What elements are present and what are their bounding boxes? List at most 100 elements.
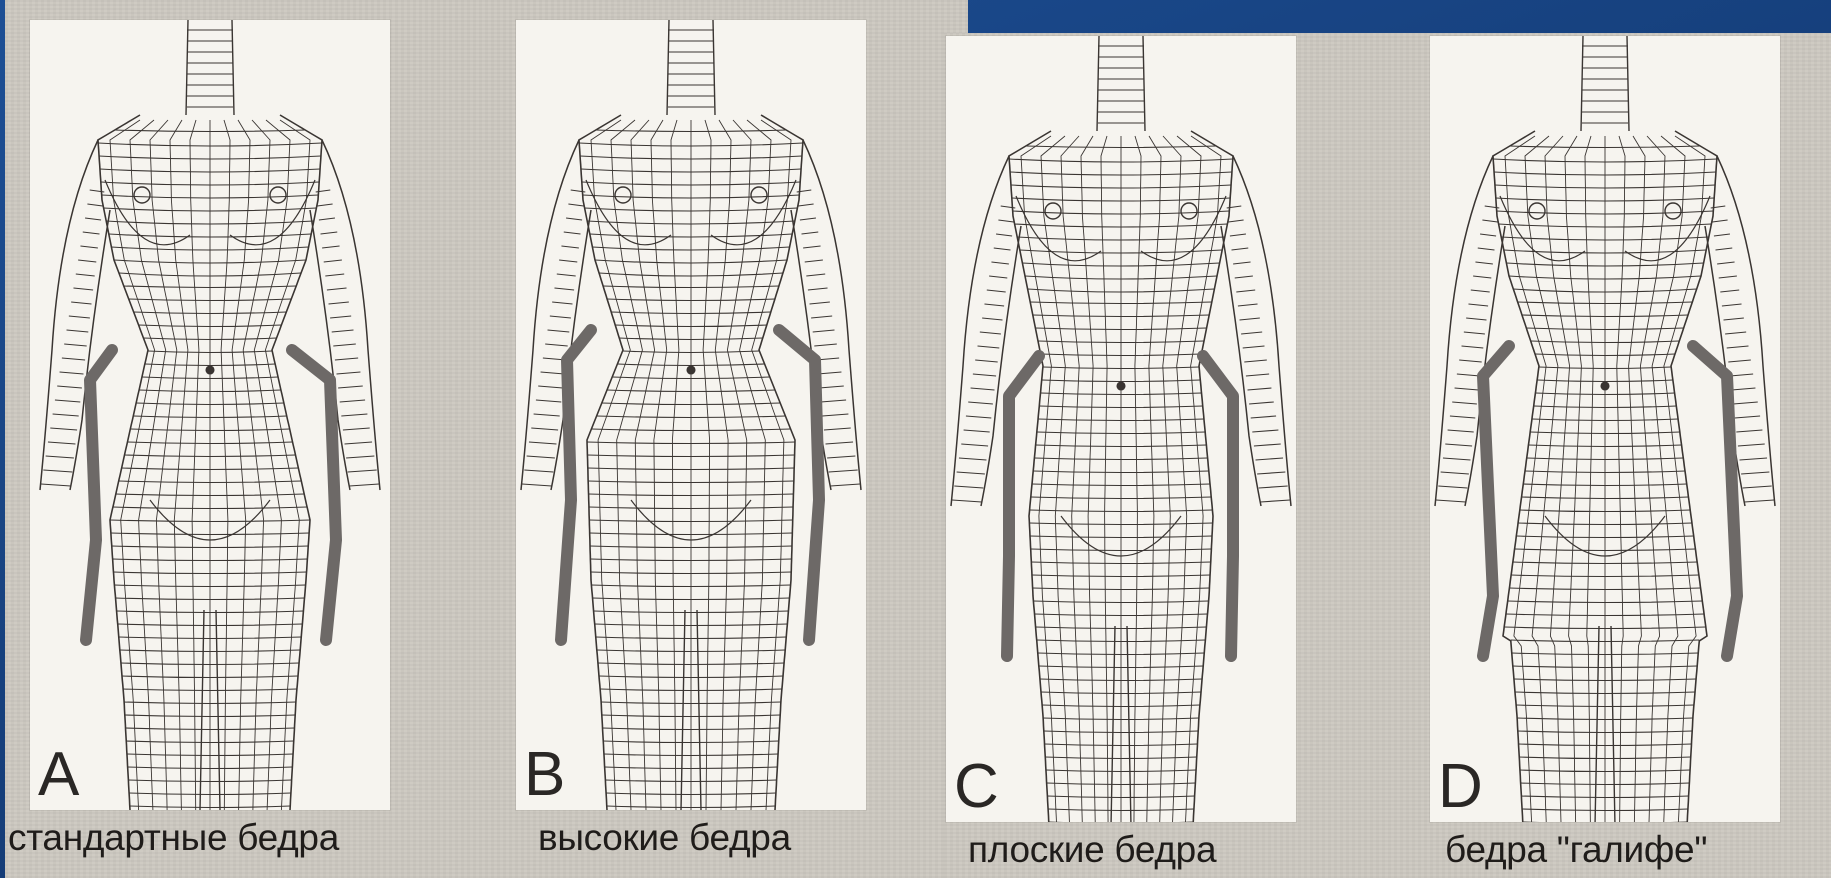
arm-mesh [978,346,1000,348]
navel-mark [1601,382,1609,390]
arm-mesh [802,232,819,234]
arm-mesh [1733,402,1758,404]
arm-mesh [1445,444,1472,446]
arm-mesh [959,458,987,460]
arm-mesh [1480,234,1496,236]
wireframe-body-b [516,20,866,810]
arm-mesh [1441,472,1469,474]
arm-mesh [1452,402,1477,404]
arm-mesh [337,372,361,374]
hip-contour-left [561,330,591,640]
arm-mesh [538,386,563,388]
arm-mesh [1455,388,1479,390]
arm-mesh [996,234,1012,236]
arm-mesh [1257,472,1285,474]
navel-mark [206,366,214,374]
arm-outline [1233,156,1291,506]
arm-mesh [1740,458,1768,460]
mesh-column [265,120,310,810]
arm-mesh [822,414,848,416]
arm-mesh [554,288,574,290]
arm-mesh [964,430,990,432]
arm-mesh [50,428,77,430]
arm-mesh [811,316,832,318]
navel-mark [1117,382,1125,390]
arm-mesh [975,360,997,362]
arm-mesh [1724,318,1744,320]
chest-mark-right [1181,203,1197,219]
arm-mesh [322,246,339,248]
arm-mesh [550,316,571,318]
panel-caption-d: бедра "галифе" [1445,831,1707,868]
arm-mesh [541,372,565,374]
panel-caption-a: стандартные бедра [8,819,339,856]
arm-mesh [1468,304,1488,306]
arm-mesh [1436,500,1466,502]
chest-mark-right [751,187,767,203]
chest-mark-left [1529,203,1545,219]
neck-outline [186,20,234,115]
arm-mesh [998,220,1013,222]
arm-mesh [1712,220,1727,222]
arm-mesh [524,470,553,472]
arm-outline [951,156,1009,506]
arm-mesh [534,414,560,416]
arm-mesh [952,500,982,502]
arm-mesh [827,456,855,458]
arm-mesh [527,456,555,458]
arm-mesh [1246,374,1269,376]
arm-mesh [348,470,377,472]
arm-mesh [1717,262,1734,264]
arm-mesh [41,484,71,486]
arm-mesh [1244,360,1266,362]
arm-mesh [1243,346,1265,348]
arm-mesh [78,260,96,262]
arm-mesh [561,246,578,248]
arm-mesh [341,414,367,416]
arm-mesh [1716,248,1733,250]
panel-letter-a: A [38,744,79,806]
wireframe-body-d [1430,36,1780,822]
arm-mesh [531,428,558,430]
chest-mark-left [615,187,631,203]
arm-mesh [1230,234,1246,236]
hip-contour-right [292,350,336,640]
chest-mark-left [134,187,150,203]
arm-mesh [1728,360,1750,362]
neck-outline [1581,36,1629,131]
arm-mesh [830,484,860,486]
arm-mesh [345,442,373,444]
arm-mesh [1464,332,1485,334]
arm-mesh [1719,276,1737,278]
body-mesh [1435,36,1775,822]
arm-mesh [1249,402,1274,404]
arm-mesh [1448,430,1474,432]
panel-letter-d: D [1438,756,1483,818]
arm-mesh [808,288,828,290]
arm-mesh [73,288,93,290]
arm-mesh [989,276,1007,278]
arm-mesh [71,302,91,304]
arm-mesh [566,218,582,220]
arm-mesh [57,386,82,388]
arm-mesh [346,456,374,458]
arm-mesh [966,416,991,418]
arm-mesh [1256,458,1284,460]
arm-mesh [1722,304,1742,306]
arm-mesh [343,428,370,430]
arm-mesh [332,330,354,332]
hip-contour-left [86,350,112,640]
figure-panel-c: C [946,36,1296,822]
arm-mesh [984,304,1004,306]
arm-mesh [87,204,102,206]
arm-mesh [1475,262,1492,264]
panel-letter-b: B [524,744,565,806]
panel-letter-c: C [954,756,999,818]
arm-mesh [1238,304,1258,306]
arm-mesh [991,262,1008,264]
arm-mesh [1727,346,1749,348]
arm-mesh [330,316,351,318]
arm-mesh [327,288,347,290]
arm-mesh [814,344,836,346]
arm-mesh [971,388,995,390]
